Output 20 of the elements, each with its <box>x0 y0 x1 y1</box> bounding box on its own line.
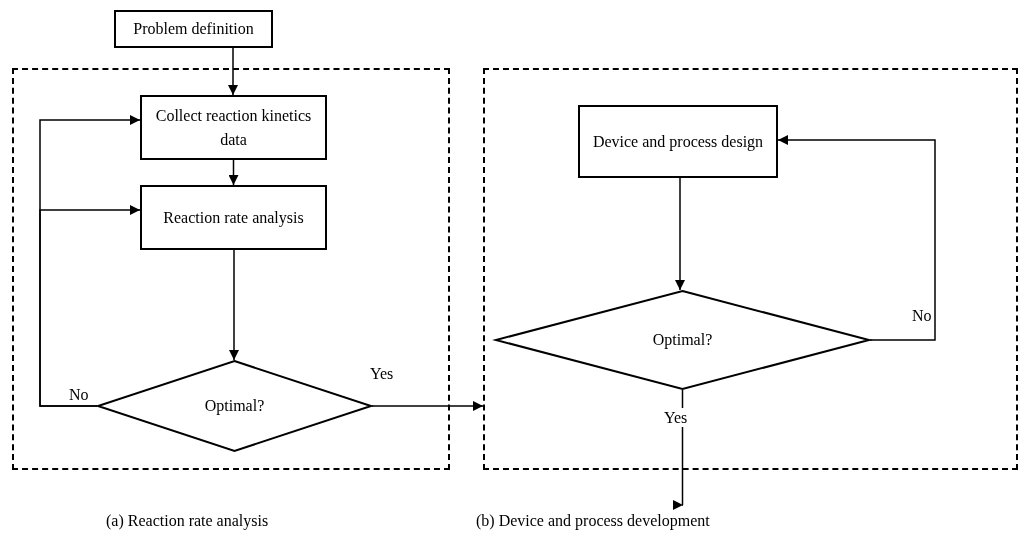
arrow <box>675 177 685 291</box>
node-label: Optimal? <box>203 396 266 417</box>
node-label: Reaction rate analysis <box>162 207 305 229</box>
process-box <box>140 185 327 250</box>
arrow <box>39 205 141 407</box>
edge-label: Yes <box>662 408 690 428</box>
node-label: Problem definition <box>132 19 255 40</box>
arrow <box>228 159 239 186</box>
process-box <box>114 10 273 48</box>
node-label: Device and process design <box>591 131 765 153</box>
arrow <box>228 47 238 96</box>
node-label: (a) Reaction rate analysis <box>106 512 269 530</box>
node-label: Optimal? <box>651 330 714 351</box>
node-label: Collect reaction kinetics data <box>154 106 313 150</box>
arrow <box>777 135 936 341</box>
arrow <box>229 249 239 361</box>
process-box <box>140 95 327 160</box>
process-box <box>578 105 778 178</box>
node-label: (b) Device and process development <box>476 512 710 530</box>
arrow <box>371 401 484 411</box>
